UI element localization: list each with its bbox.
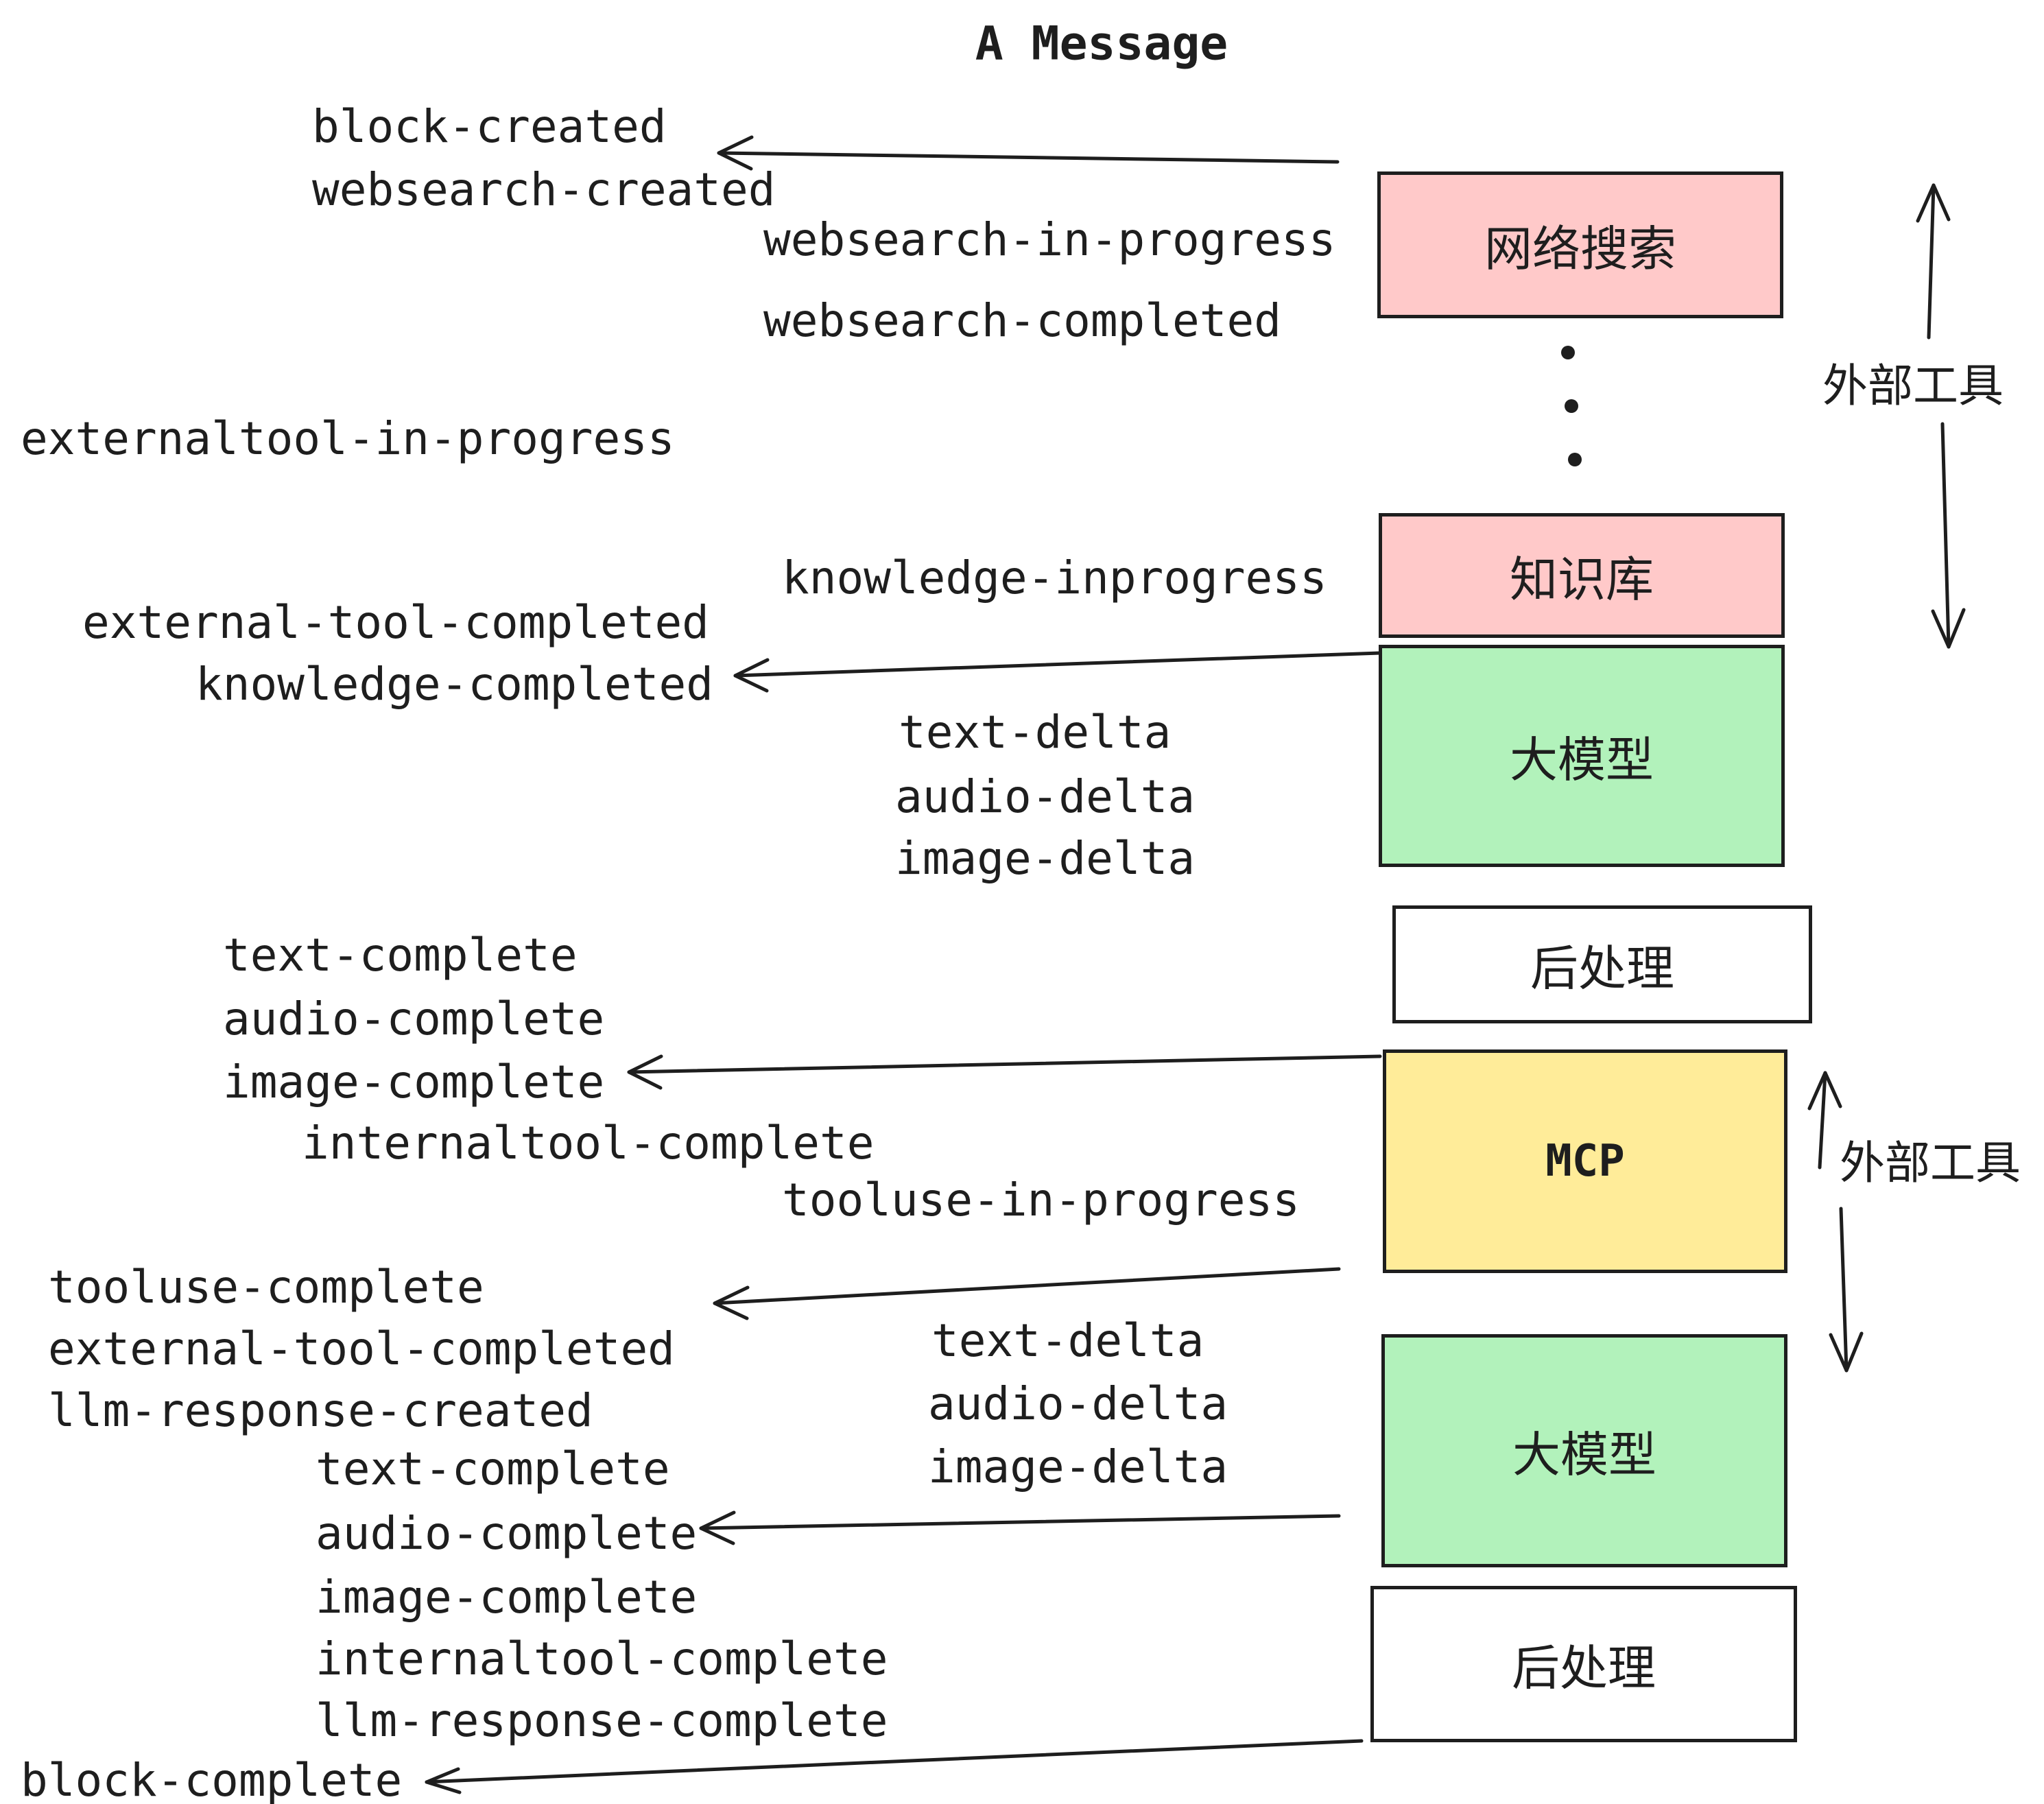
event-label-knowledge-completed: knowledge-completed (195, 658, 713, 711)
event-label-websearch-created: websearch-created (312, 163, 776, 216)
box-llm-2-label: 大模型 (1512, 1426, 1656, 1483)
arrow-to-external-tool-completed (713, 1267, 1341, 1320)
event-label-knowledge-inprogress: knowledge-inprogress (782, 551, 1327, 604)
box-llm-2: 大模型 (1381, 1334, 1787, 1567)
box-postprocess-1: 后处理 (1392, 905, 1812, 1023)
box-websearch: 网络搜索 (1377, 171, 1783, 318)
event-label-audio-delta-2: audio-delta (928, 1377, 1228, 1430)
arrow-to-image-complete (627, 1054, 1382, 1090)
box-postprocess-1-label: 后处理 (1530, 940, 1674, 997)
external-tools-label-bottom: 外部工具 (1840, 1137, 2021, 1189)
event-label-text-complete-2: text-complete (316, 1443, 670, 1495)
event-label-internaltool-complete-2: internaltool-complete (316, 1633, 888, 1685)
box-postprocess-2-label: 后处理 (1512, 1639, 1656, 1696)
box-knowledge-base-label: 知识库 (1510, 551, 1654, 608)
external-tools-down-arrow-top (1931, 422, 1966, 649)
box-llm-1: 大模型 (1379, 645, 1785, 867)
event-label-tooluse-in-progress: tooluse-in-progress (782, 1174, 1300, 1226)
event-label-text-delta-2: text-delta (931, 1314, 1204, 1367)
event-label-audio-complete-2: audio-complete (316, 1507, 698, 1560)
vertical-ellipsis-icon (1561, 346, 1582, 466)
arrow-to-block-complete (425, 1739, 1364, 1794)
event-label-websearch-completed: websearch-completed (763, 294, 1281, 347)
event-label-llm-response-created: llm-response-created (48, 1384, 593, 1437)
event-label-internaltool-complete-1: internaltool-complete (302, 1117, 875, 1170)
arrow-to-knowledge-completed (733, 651, 1382, 693)
event-label-image-delta-2: image-delta (928, 1440, 1228, 1493)
event-label-image-complete-1: image-complete (223, 1056, 605, 1108)
event-label-text-delta-1: text-delta (899, 706, 1172, 759)
external-tools-down-arrow-bottom (1829, 1207, 1864, 1373)
event-label-image-delta-1: image-delta (895, 832, 1196, 885)
box-postprocess-2: 后处理 (1370, 1586, 1797, 1742)
arrow-to-audio-complete (699, 1510, 1341, 1545)
box-mcp: MCP (1383, 1049, 1787, 1273)
external-tools-up-arrow-top (1916, 183, 1951, 340)
external-tools-label-top: 外部工具 (1822, 359, 2004, 412)
event-label-externaltool-in-progress: externaltool-in-progress (21, 412, 675, 465)
event-label-block-complete: block-complete (21, 1754, 403, 1804)
box-mcp-label: MCP (1545, 1136, 1625, 1187)
event-label-tooluse-complete: tooluse-complete (48, 1261, 484, 1314)
event-label-text-complete-1: text-complete (223, 929, 578, 982)
box-knowledge-base: 知识库 (1379, 513, 1785, 638)
event-label-external-tool-completed-1: external-tool-completed (82, 596, 709, 649)
external-tools-up-arrow-bottom (1807, 1071, 1842, 1170)
event-label-image-complete-2: image-complete (316, 1571, 698, 1624)
diagram-title: A Message (975, 16, 1228, 71)
box-websearch-label: 网络搜索 (1484, 220, 1676, 277)
box-llm-1-label: 大模型 (1510, 731, 1654, 788)
event-label-audio-delta-1: audio-delta (895, 770, 1196, 823)
event-label-audio-complete-1: audio-complete (223, 993, 605, 1045)
event-label-websearch-in-progress: websearch-in-progress (763, 213, 1336, 266)
event-label-llm-response-complete: llm-response-complete (316, 1694, 888, 1747)
arrow-to-websearch-created (717, 135, 1340, 171)
event-label-external-tool-completed-2: external-tool-completed (48, 1322, 675, 1375)
event-label-block-created: block-created (312, 100, 667, 153)
